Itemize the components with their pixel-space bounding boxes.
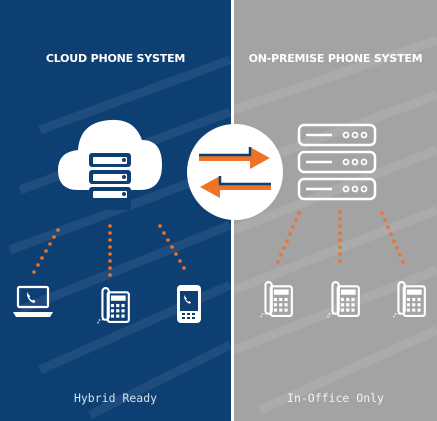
desk-phone-icon (327, 281, 360, 318)
desk-phone-icon (97, 287, 130, 324)
server-rack-icon (297, 123, 377, 201)
on-premise-panel (234, 0, 437, 421)
bidirectional-arrows-icon (187, 124, 283, 220)
desk-phone-icon (260, 281, 293, 318)
cloud-server-icon (58, 119, 162, 210)
globe-texture-right (234, 35, 437, 415)
on-premise-panel-title: ON-PREMISE PHONE SYSTEM (248, 52, 423, 65)
connection-dots-right (276, 210, 405, 264)
connection-dots-left (32, 224, 186, 277)
on-premise-panel-caption: In-Office Only (287, 391, 384, 405)
mobile-phone-icon (177, 285, 201, 323)
globe-texture-left (8, 55, 231, 420)
cloud-panel-title: CLOUD PHONE SYSTEM (45, 52, 186, 65)
laptop-phone-icon (13, 285, 53, 317)
cloud-panel-caption: Hybrid Ready (73, 391, 158, 405)
cloud-panel (0, 0, 231, 421)
desk-phone-icon (393, 281, 426, 318)
